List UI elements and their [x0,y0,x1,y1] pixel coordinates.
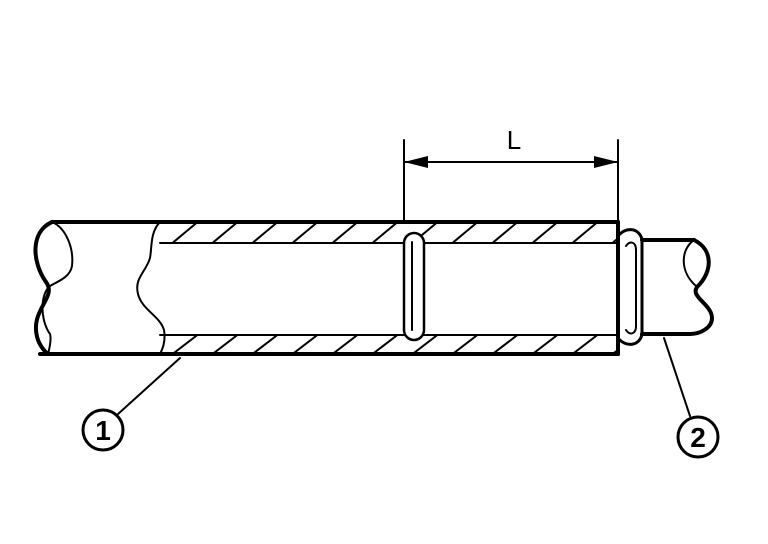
outer-pipe [33,220,680,356]
callout-1-circle [81,408,125,452]
hatch-line [252,223,278,242]
hatch-line [452,223,478,242]
hatch-line [292,223,318,242]
inner-pipe-break-right [688,238,714,336]
inner-pipe-collar-inner [625,241,637,335]
hatch-line [290,335,320,354]
hatch-line [410,335,440,354]
callout-1-leader [117,357,181,415]
outer-pipe-hatch-top [172,223,618,242]
hatch-line [530,335,560,354]
hatch-line [332,223,358,242]
dimension-arrow-right [594,156,618,168]
callout-1: 1 [81,357,181,452]
outer-pipe-break-inner [41,221,74,355]
hatch-line [212,223,238,242]
hatch-line [172,223,198,242]
hatch-line [572,223,598,242]
hatch-line [450,335,480,354]
hatch-line [490,335,520,354]
hatch-line [330,335,360,354]
inner-pipe-break-inner [682,239,697,287]
callout-1-label: 1 [95,415,111,446]
dimension-L: L [403,125,619,223]
hatch-line [610,348,618,354]
callout-2-circle [676,415,720,459]
inner-pipe-collar [616,228,644,346]
hatch-line [250,335,280,354]
hatch-line [492,223,518,242]
dimension-label: L [507,125,521,155]
outer-pipe-hatch-bottom [170,333,680,356]
hatch-line [170,335,200,354]
bead-ring [402,231,426,342]
outer-pipe-break-left [33,220,54,356]
dimension-arrow-left [404,156,428,168]
hatch-line [532,223,558,242]
hatch-line [570,335,600,354]
hatch-line [210,335,240,354]
hatch-line [650,333,680,356]
callout-2-label: 2 [690,422,706,453]
callout-2: 2 [663,337,720,459]
inner-pipe [616,228,714,346]
hatch-line [370,335,400,354]
callout-2-leader [663,337,691,417]
hatch-line [372,223,398,242]
hatch-line [612,237,618,242]
outer-pipe-bore-break [136,221,166,355]
